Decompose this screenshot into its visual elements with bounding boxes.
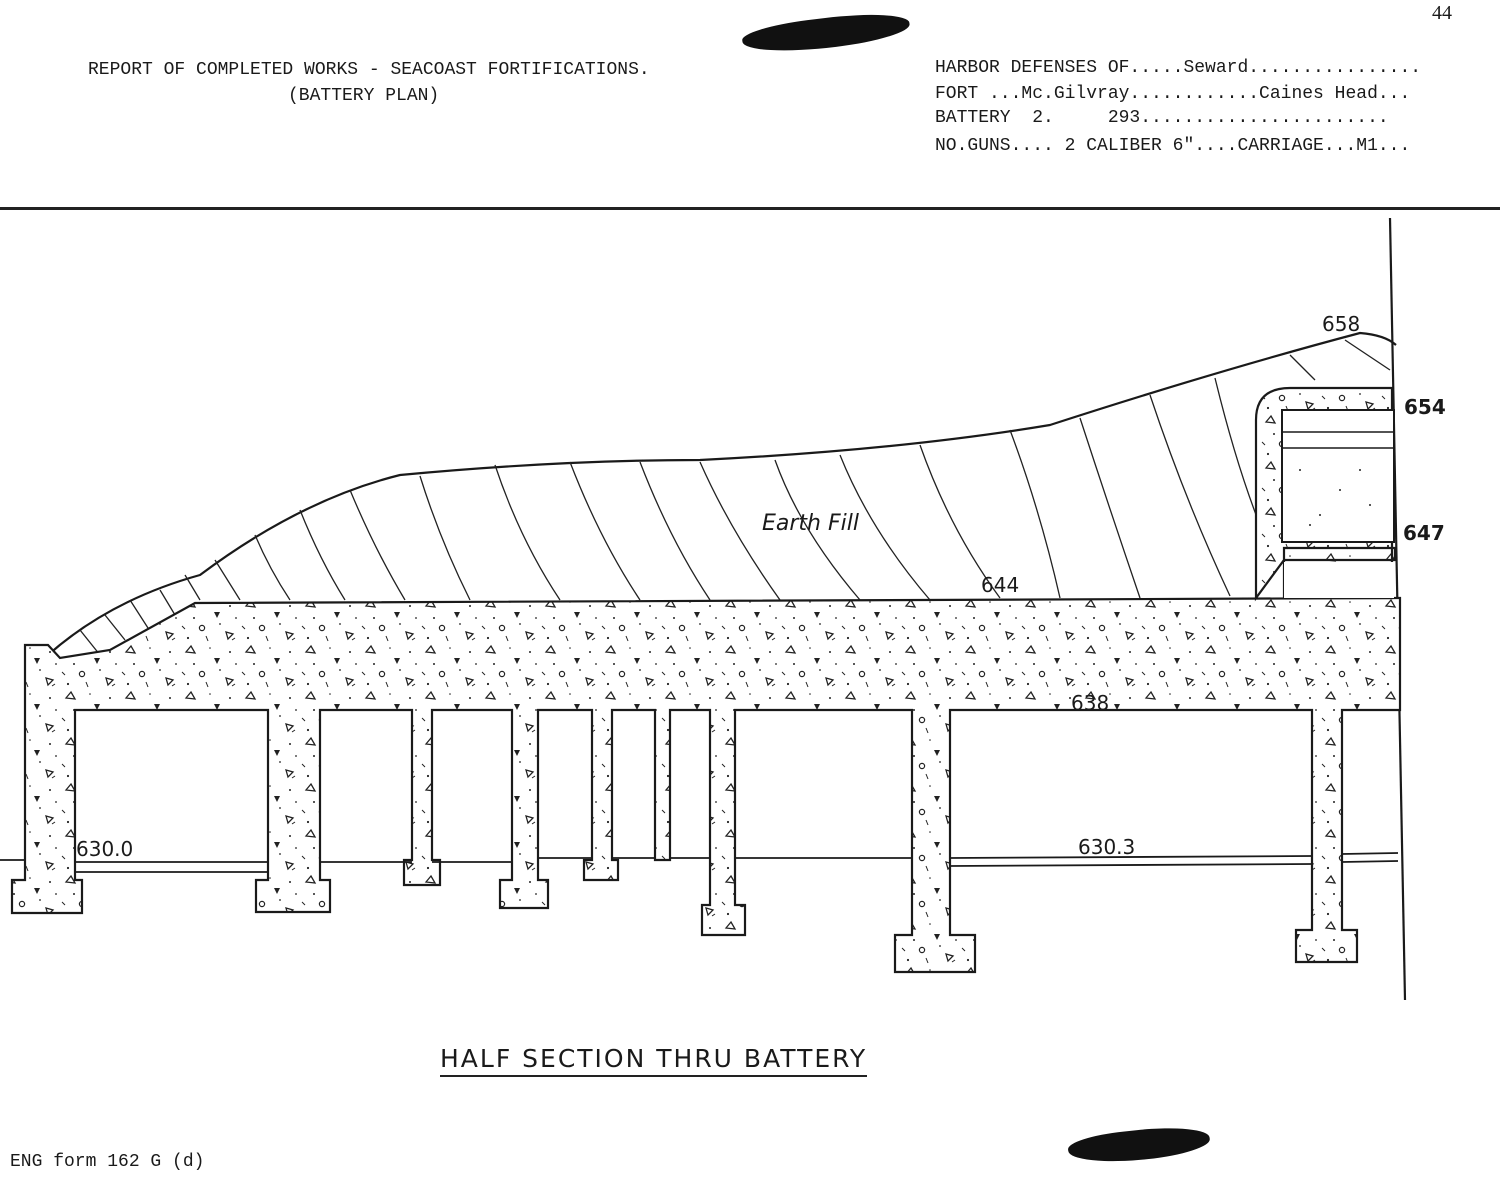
battery-line: BATTERY 2. 293.......................: [935, 108, 1389, 128]
guns-line: NO.GUNS.... 2 CALIBER 6"....CARRIAGE...M…: [935, 136, 1411, 156]
section-caption: HALF SECTION THRU BATTERY: [440, 1044, 868, 1077]
fort-line: FORT ...Mc.Gilvray............Caines Hea…: [935, 84, 1411, 104]
elev-floor-left: 630.0: [76, 837, 133, 861]
earth-fill-hatching: [79, 339, 1391, 656]
earth-fill-outline: [47, 331, 1397, 656]
report-title: REPORT OF COMPLETED WORKS - SEACOAST FOR…: [88, 60, 650, 80]
header-rule: [0, 207, 1500, 210]
harbor-defenses-line: HARBOR DEFENSES OF.....Seward...........…: [935, 58, 1422, 78]
elev-crest: 658: [1322, 312, 1360, 336]
elev-mid-right: 647: [1403, 521, 1445, 545]
earth-fill-label: Earth Fill: [762, 511, 859, 536]
elev-top-slab: 644: [981, 573, 1019, 597]
floor-lines: [0, 852, 1399, 873]
page-number: 44: [1432, 2, 1452, 24]
form-identifier: ENG form 162 G (d): [10, 1152, 205, 1172]
elev-ceiling: 638: [1071, 691, 1109, 715]
elev-floor-right: 630.3: [1078, 835, 1135, 859]
upper-right-chamber: [1281, 409, 1395, 543]
report-subtitle: (BATTERY PLAN): [288, 86, 440, 106]
concrete-slab: [10, 596, 1402, 974]
elev-top-right: 654: [1404, 395, 1446, 419]
